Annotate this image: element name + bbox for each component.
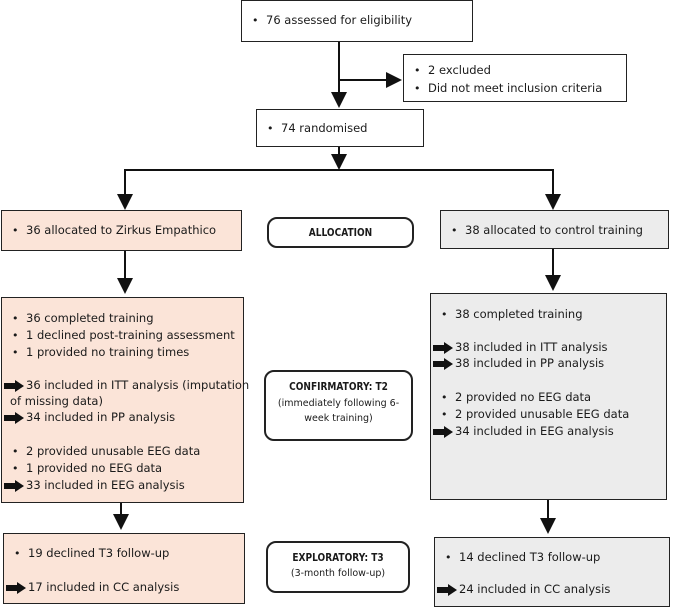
t3-label: EXPLORATORY: T3 (3-month follow-up): [266, 541, 410, 593]
left-t2-no-times: 1 provided no training times: [12, 345, 189, 360]
t2-label: CONFIRMATORY: T2 (immediately following …: [264, 370, 413, 441]
left-t2-no-eeg: 1 provided no EEG data: [12, 461, 162, 476]
right-t2-itt: 38 included in ITT analysis: [455, 340, 608, 354]
right-arrow-icon: [433, 426, 453, 438]
right-arrow-icon: [6, 582, 26, 594]
t2-subtitle-1: (immediately following 6-: [277, 398, 400, 409]
assessed-text: 76 assessed for eligibility: [252, 13, 412, 28]
left-t2-unusable-eeg: 2 provided unusable EEG data: [12, 444, 200, 459]
allocation-title: ALLOCATION: [308, 226, 373, 239]
left-t2-itt: 36 included in ITT analysis (imputation: [26, 378, 250, 392]
left-allocation-box: 36 allocated to Zirkus Empathico: [1, 210, 242, 251]
right-arrow-icon: [4, 380, 24, 392]
excluded-reason: Did not meet inclusion criteria: [414, 81, 602, 96]
right-t2-no-eeg: 2 provided no EEG data: [441, 390, 591, 405]
right-allocation-box: 38 allocated to control training: [440, 210, 669, 249]
left-t2-itt-cont: of missing data): [10, 394, 103, 408]
left-t3-box: 19 declined T3 follow-up 17 included in …: [3, 533, 245, 604]
right-allocation-text: 38 allocated to control training: [451, 223, 643, 238]
right-arrow-icon: [433, 358, 453, 370]
t3-subtitle: (3-month follow-up): [290, 568, 386, 579]
randomised-box: 74 randomised: [256, 109, 424, 147]
right-arrow-icon: [4, 412, 24, 424]
excluded-box: 2 excluded Did not meet inclusion criter…: [403, 54, 627, 102]
left-allocation-text: 36 allocated to Zirkus Empathico: [12, 223, 216, 238]
left-t2-completed: 36 completed training: [12, 311, 153, 326]
right-t2-eeg-included: 34 included in EEG analysis: [455, 424, 614, 438]
randomised-text: 74 randomised: [267, 121, 368, 136]
t2-title: CONFIRMATORY: T2: [289, 380, 388, 393]
left-t3-cc: 17 included in CC analysis: [28, 580, 180, 594]
left-t2-pp: 34 included in PP analysis: [26, 410, 176, 424]
right-t3-cc: 24 included in CC analysis: [459, 582, 611, 596]
right-arrow-icon: [433, 342, 453, 354]
right-t2-completed: 38 completed training: [441, 307, 582, 322]
left-t2-box: 36 completed training 1 declined post-tr…: [1, 297, 249, 503]
left-t2-declined: 1 declined post-training assessment: [12, 328, 235, 343]
excluded-count: 2 excluded: [414, 63, 491, 78]
assessed-box: 76 assessed for eligibility: [241, 0, 473, 42]
split-line: [124, 169, 554, 200]
right-t2-box: 38 completed training 38 included in ITT…: [430, 293, 667, 500]
right-t2-pp: 38 included in PP analysis: [455, 356, 605, 370]
right-t3-declined: 14 declined T3 follow-up: [445, 550, 600, 565]
allocation-label: ALLOCATION: [267, 217, 414, 248]
t3-title: EXPLORATORY: T3: [292, 551, 384, 564]
right-arrow-icon: [4, 480, 24, 492]
left-t3-declined: 19 declined T3 follow-up: [14, 546, 169, 561]
right-t3-box: 14 declined T3 follow-up 24 included in …: [434, 537, 670, 607]
t2-subtitle-2: week training): [304, 413, 373, 424]
left-t2-eeg-included: 33 included in EEG analysis: [26, 478, 185, 492]
right-arrow-icon: [437, 584, 457, 596]
right-t2-unusable-eeg: 2 provided unusable EEG data: [441, 407, 629, 422]
